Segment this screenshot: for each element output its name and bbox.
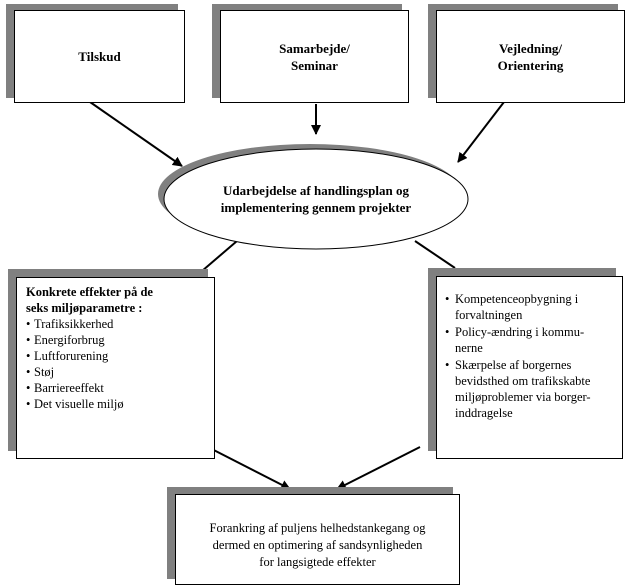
arrow-vejledning-to-ellipse <box>457 101 505 163</box>
tilskud-box: Tilskud <box>14 10 185 103</box>
arrow-tilskud-to-ellipse <box>89 101 183 167</box>
list-item: Energiforbrug <box>26 332 206 348</box>
ellipse-label: Udarbejdelse af handlingsplan og impleme… <box>220 183 412 215</box>
arrow-left-box-to-bottom <box>199 442 291 490</box>
line-ellipse-to-right-box <box>414 240 456 269</box>
list-item: Barriereeffekt <box>26 380 206 396</box>
vejledning-label: Vejledning/ Orientering <box>497 40 564 73</box>
outcomes-list: Kompetenceopbygning i forvaltningen Poli… <box>443 291 616 421</box>
list-item: Trafiksikkerhed <box>26 316 206 332</box>
left-effects-box: Konkrete effekter på de seks miljøparame… <box>16 277 215 459</box>
right-outcomes-box: Kompetenceopbygning i forvaltningen Poli… <box>436 276 623 459</box>
ellipse-shape <box>163 148 469 250</box>
list-item: Kompetenceopbygning i forvaltningen <box>443 291 616 323</box>
list-item: Støj <box>26 364 206 380</box>
tilskud-label: Tilskud <box>78 49 121 64</box>
effects-list: Trafiksikkerhed Energiforbrug Luftforure… <box>26 316 206 412</box>
samarbejde-box: Samarbejde/ Seminar <box>220 10 409 103</box>
list-item: Skærpelse af borgernes bevidsthed om tra… <box>443 357 616 421</box>
vejledning-box: Vejledning/ Orientering <box>436 10 625 103</box>
left-box-title: Konkrete effekter på de seks miljøparame… <box>26 285 153 315</box>
bottom-anchoring-box: Forankring af puljens helhedstankegang o… <box>175 494 460 585</box>
list-item: Policy-ændring i kommu- nerne <box>443 324 616 356</box>
arrow-right-box-to-bottom <box>336 446 421 490</box>
list-item: Det visuelle miljø <box>26 396 206 412</box>
samarbejde-label: Samarbejde/ Seminar <box>279 40 350 73</box>
list-item: Luftforurening <box>26 348 206 364</box>
